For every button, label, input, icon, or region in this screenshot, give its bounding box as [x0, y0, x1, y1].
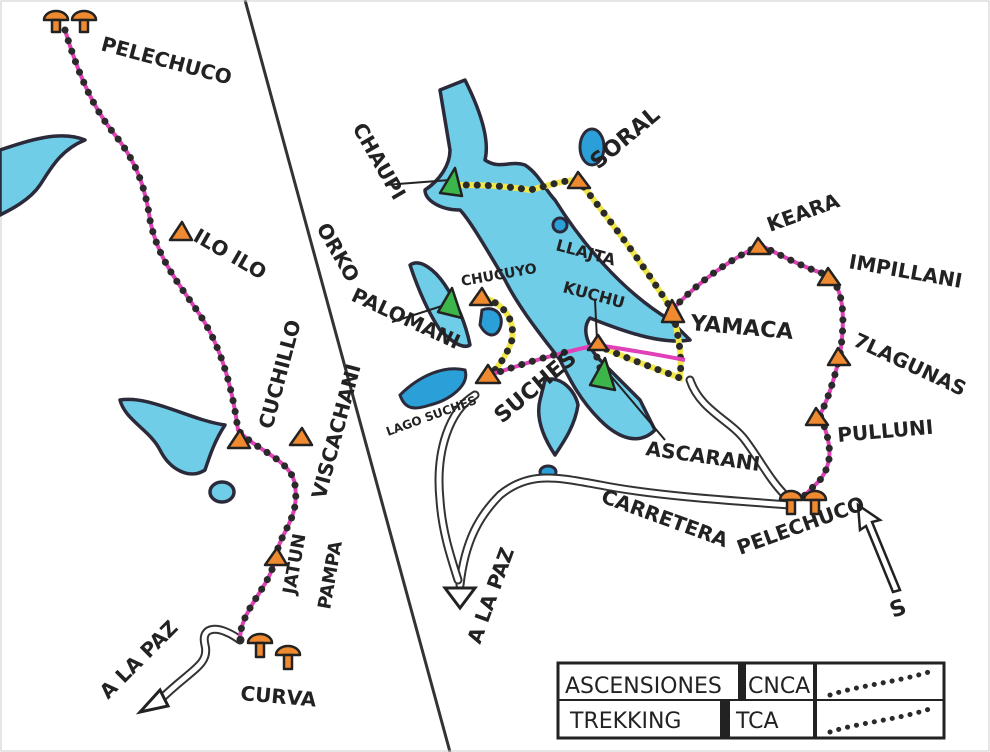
label-chaupi: CHAUPI [348, 119, 411, 204]
label-jatun: JATUN [279, 532, 311, 598]
road-inner [457, 475, 793, 588]
lake [478, 307, 503, 337]
legend-dotted-line-tca [827, 704, 938, 735]
lake [551, 216, 569, 234]
trekking-route [63, 29, 298, 641]
camp-icon [168, 220, 314, 567]
pointer-line [391, 304, 446, 323]
label-cuchillo: CUCHILLO [254, 317, 306, 431]
lake-palomani [408, 261, 472, 348]
lake [537, 377, 580, 457]
label-north: S [887, 595, 910, 624]
lake-suches [398, 367, 468, 410]
peak-icon [436, 166, 617, 392]
lake [578, 127, 606, 167]
legend-trekking: TREKKING [569, 709, 681, 734]
label-viscachani: VISCACHANI [307, 361, 366, 501]
pointer-line [609, 374, 666, 441]
label-yamaca: YAMACA [688, 311, 794, 345]
legend: ASCENSIONES CNCA TREKKING TCA [556, 661, 946, 740]
label-pelechuco: PELECHUCO [99, 32, 235, 90]
label-pampa: PAMPA [314, 539, 347, 611]
camp-icon [468, 170, 852, 427]
label-curva: CURVA [240, 681, 318, 712]
town-icon [778, 489, 828, 516]
label-keara: KEARA [764, 188, 844, 237]
left-map: PELECHUCO ILO ILO CUCHILLO VISCACHANI JA… [0, 9, 366, 715]
road-inner [436, 392, 478, 583]
lake [208, 480, 236, 504]
legend-tca: TCA [735, 709, 779, 734]
label-pulluni: PULLUNI [836, 415, 934, 447]
label-7-lagunas: 7LAGUNAS [850, 328, 970, 401]
label-ilo-ilo: ILO ILO [190, 224, 271, 285]
lake [0, 134, 87, 217]
north-arrow-icon [856, 502, 902, 594]
trekking-route-dots [61, 26, 300, 644]
legend-cnca: CNCA [748, 674, 810, 699]
pointer-line [384, 179, 451, 186]
legend-dotted-line-cnca [827, 667, 938, 698]
arrow-a-la-paz [442, 586, 478, 611]
legend-ascensiones: ASCENSIONES [565, 674, 722, 699]
label-impillani: IMPILLANI [847, 249, 964, 293]
ascension-route-dots [451, 176, 685, 383]
panel-divider [243, 0, 452, 752]
road-inner [687, 377, 788, 498]
pointer-line [594, 299, 598, 341]
town-icon [42, 9, 302, 671]
arrow-a-la-paz [135, 687, 171, 715]
road-inner [157, 626, 243, 703]
ascension-route-dots [481, 294, 517, 379]
right-map: CHAUPI ORKO SORAL LLAJTA KUCHU KEARA IMP… [312, 78, 970, 647]
lake [118, 397, 227, 476]
